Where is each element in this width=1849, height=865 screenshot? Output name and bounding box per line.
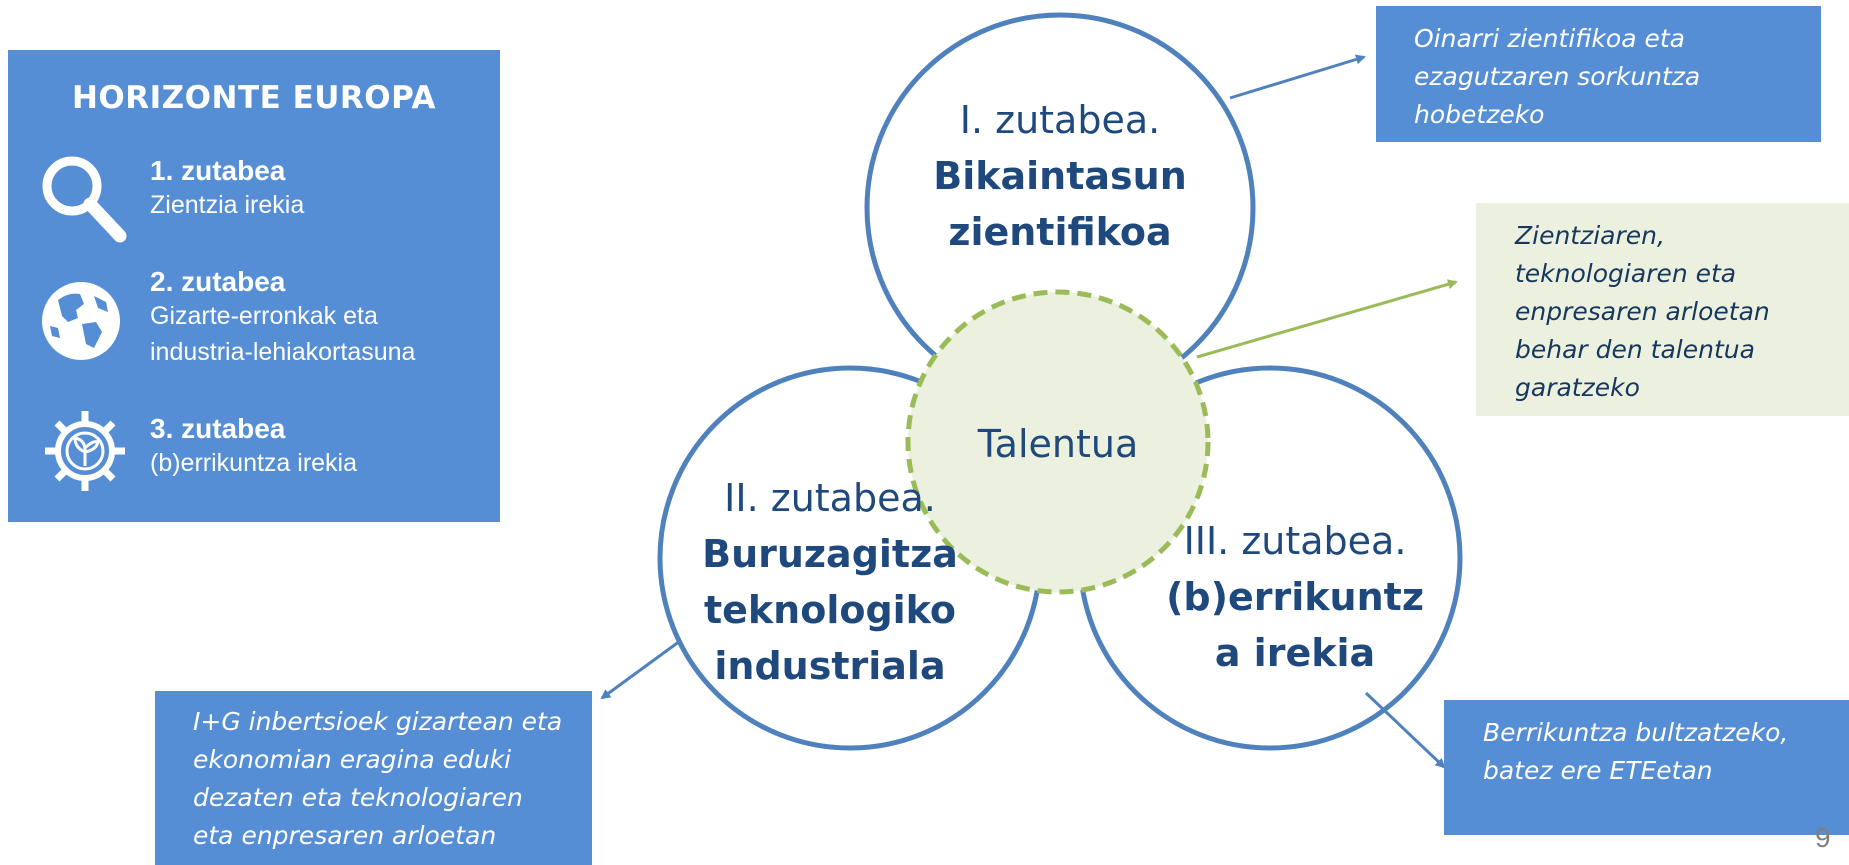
note-mid-right-line-4: behar den talentua [1515, 335, 1755, 364]
pillar-2: 2. zutabea Gizarte-erronkak eta industri… [150, 265, 415, 370]
panel-title: HORIZONTE EUROPA [71, 80, 437, 116]
note-box-top-right: Oinarri zientifikoa eta ezagutzaren sork… [1376, 6, 1821, 142]
note-bottom-left-line-2: ekonomian eragina eduki [193, 745, 512, 774]
talentua-label: Talentua [977, 422, 1139, 466]
circle-1-text: I. zutabea. Bikaintasun zientifikoa [910, 92, 1210, 260]
circle-1-bold-line-2: zientifikoa [948, 210, 1172, 254]
note-mid-right-line-1: Zientziaren, [1515, 221, 1665, 250]
circle-2-bold-line-3: industriala [714, 644, 946, 688]
circle-talentua [905, 289, 1211, 595]
note-top-right-line-2: ezagutzaren sorkuntza [1414, 62, 1701, 91]
pillar-3: 3. zutabea (b)errikuntza irekia [150, 412, 357, 481]
arrow-bottom-right [1364, 691, 1446, 769]
horizonte-europa-panel: HORIZONTE EUROPA 1. zutabea Zientzia ire… [8, 50, 500, 522]
pillar-2-desc-line-1: Gizarte-erronkak eta [150, 302, 378, 330]
note-bottom-right-line-2: batez ere ETEetan [1483, 756, 1713, 785]
globe-icon [42, 282, 120, 360]
circle-3-label: III. zutabea. [1183, 519, 1407, 563]
circle-2-label: II. zutabea. [724, 476, 936, 520]
pillar-1-desc: Zientzia irekia [150, 191, 305, 219]
note-mid-right-line-5: garatzeko [1515, 373, 1640, 402]
circle-2-bold-line-1: Buruzagitza [702, 532, 958, 576]
note-box-mid-right: Zientziaren, teknologiaren eta enpresare… [1476, 203, 1849, 416]
magnifier-icon [42, 156, 127, 243]
note-bottom-left-line-3: dezaten eta teknologiaren [193, 783, 523, 812]
arrow-mid-right [1196, 279, 1458, 359]
circle-3-bold-line-2: a irekia [1214, 631, 1376, 675]
circle-1-label: I. zutabea. [959, 98, 1161, 142]
pillar-2-desc-line-2: industria-lehiakortasuna [150, 338, 416, 366]
pillar-1: 1. zutabea Zientzia irekia [150, 154, 304, 223]
note-mid-right-line-2: teknologiaren eta [1515, 259, 1737, 288]
circle-3-bold-line-1: (b)errikuntz [1166, 575, 1424, 619]
note-top-right-line-3: hobetzeko [1414, 100, 1545, 129]
circle-2-text: II. zutabea. Buruzagitza teknologiko ind… [675, 470, 985, 694]
pillar-3-title: 3. zutabea [150, 413, 286, 444]
arrow-top-right [1229, 54, 1366, 100]
circle-1-bold-line-1: Bikaintasun [933, 154, 1187, 198]
note-bottom-left-line-1: I+G inbertsioek gizartean eta [193, 707, 563, 736]
note-box-bottom-right: Berrikuntza bultzatzeko, batez ere ETEet… [1444, 700, 1849, 835]
talentua-text: Talentua [928, 416, 1188, 472]
note-top-right-line-1: Oinarri zientifikoa eta [1414, 24, 1685, 53]
page-number: 9 [1815, 822, 1831, 853]
note-bottom-left-line-4: eta enpresaren arloetan [193, 821, 497, 850]
circle-3-text: III. zutabea. (b)errikuntz a irekia [1150, 513, 1440, 681]
pillar-1-title: 1. zutabea [150, 155, 286, 186]
gear-plant-icon [45, 411, 125, 491]
pillar-2-title: 2. zutabea [150, 266, 286, 297]
note-bottom-right-line-1: Berrikuntza bultzatzeko, [1483, 718, 1789, 747]
note-mid-right-line-3: enpresaren arloetan [1515, 297, 1770, 326]
note-box-bottom-left: I+G inbertsioek gizartean eta ekonomian … [155, 691, 592, 865]
circle-2-bold-line-2: teknologiko [703, 588, 957, 632]
arrow-bottom-left [600, 639, 681, 700]
pillar-3-desc: (b)errikuntza irekia [150, 449, 358, 477]
